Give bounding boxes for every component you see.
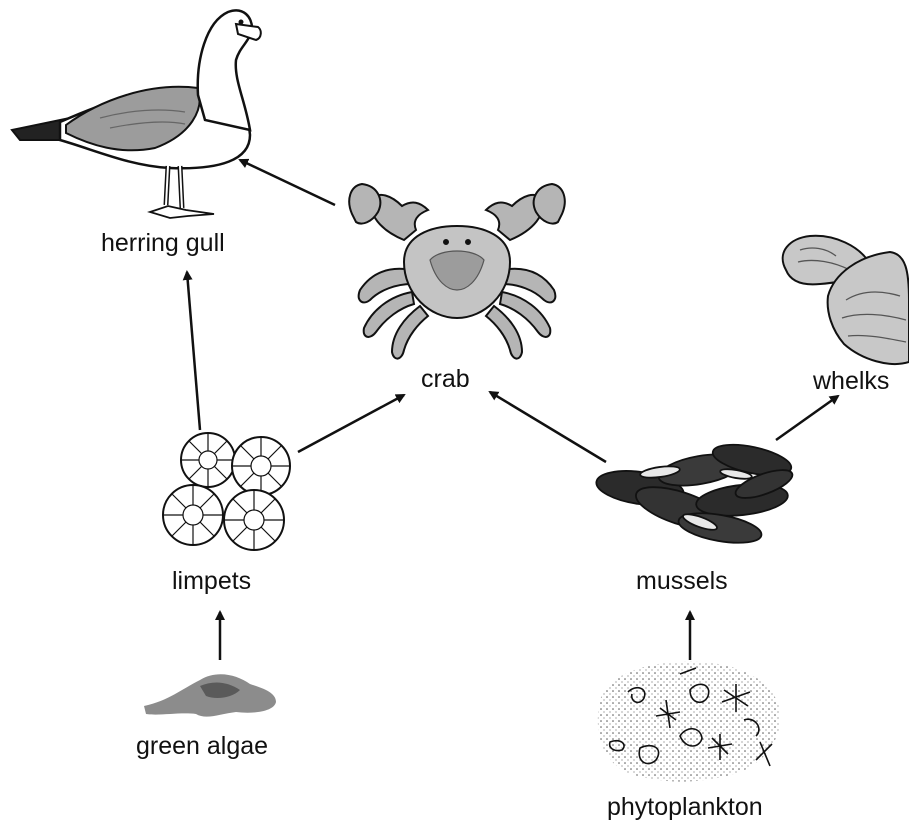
whelks-illustration xyxy=(783,236,909,364)
arrow-mussels-to-whelks xyxy=(776,396,838,440)
phytoplankton-illustration xyxy=(598,662,780,782)
arrow-limpets-to-herring-gull xyxy=(187,272,200,430)
crab-illustration xyxy=(349,184,565,359)
arrow-mussels-to-crab xyxy=(490,392,606,462)
label-phytoplankton: phytoplankton xyxy=(607,792,763,822)
mussels-illustration xyxy=(594,439,795,548)
label-whelks: whelks xyxy=(813,366,889,396)
herring-gull-illustration xyxy=(12,10,261,218)
label-herring-gull: herring gull xyxy=(101,228,225,258)
arrow-crab-to-herring-gull xyxy=(240,160,335,205)
label-green-algae: green algae xyxy=(136,731,268,761)
label-mussels: mussels xyxy=(636,566,728,596)
limpets-illustration xyxy=(163,433,290,550)
green-algae-illustration xyxy=(144,674,276,716)
arrow-limpets-to-crab xyxy=(298,395,404,452)
label-crab: crab xyxy=(421,364,470,394)
label-limpets: limpets xyxy=(172,566,251,596)
